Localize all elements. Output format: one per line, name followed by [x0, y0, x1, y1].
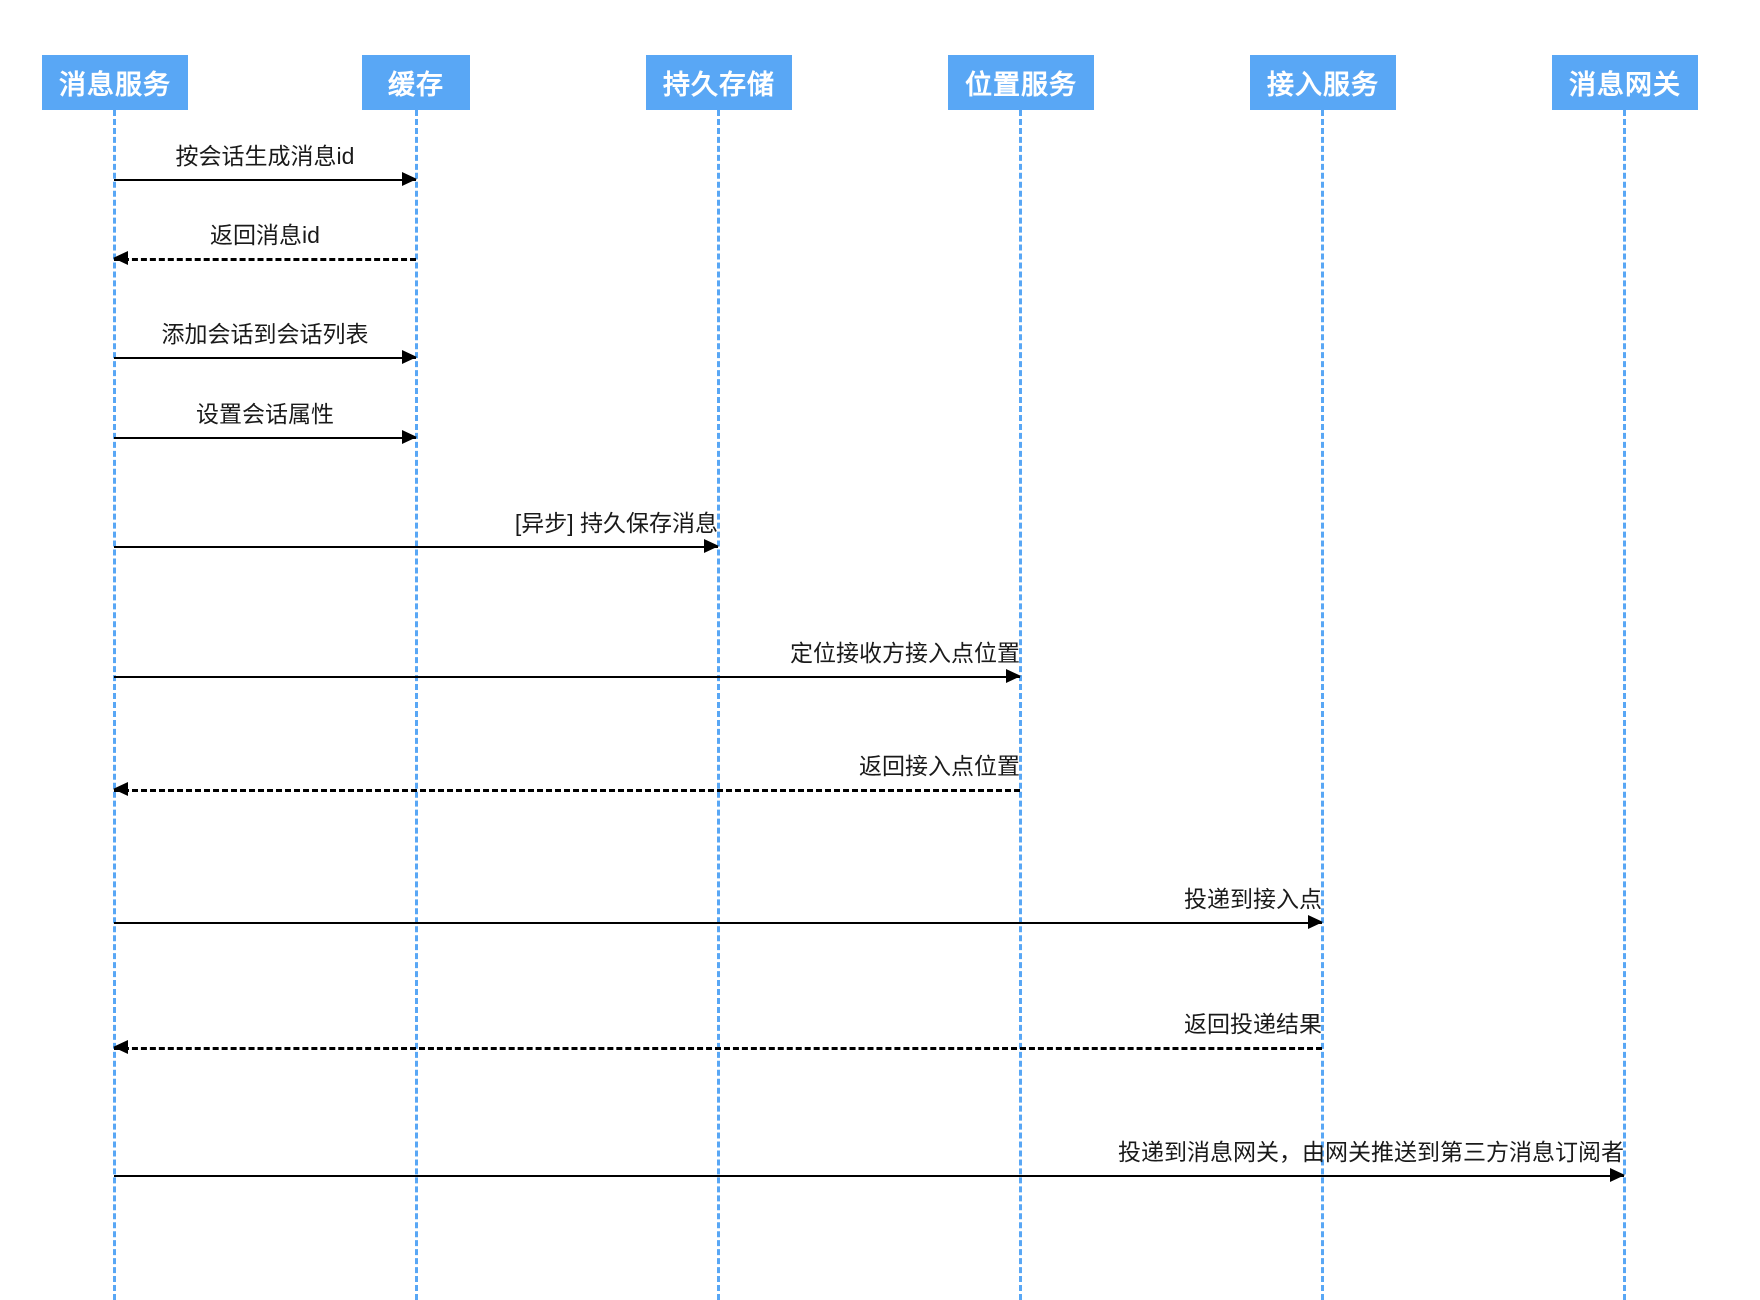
- message-label-locate-receiver-access-point: 定位接收方接入点位置: [790, 640, 1020, 667]
- lifeline-persistent-storage: [717, 110, 720, 1300]
- participant-label-persistent-storage: 持久存储: [663, 70, 775, 100]
- arrowhead-deliver-to-gateway-icon: [1610, 1168, 1625, 1182]
- message-line-deliver-to-access-point: [114, 922, 1322, 924]
- participant-label-message-gateway: 消息网关: [1569, 70, 1681, 100]
- participant-message-gateway[interactable]: 消息网关: [1552, 55, 1698, 110]
- participant-label-access-service: 接入服务: [1267, 70, 1379, 100]
- message-line-return-delivery-result: [114, 1047, 1322, 1050]
- message-line-set-session-attributes: [114, 437, 416, 439]
- message-line-locate-receiver-access-point: [114, 676, 1020, 678]
- participant-label-cache: 缓存: [388, 70, 444, 100]
- arrowhead-return-delivery-result-icon: [113, 1040, 128, 1054]
- participant-persistent-storage[interactable]: 持久存储: [646, 55, 792, 110]
- participant-location-service[interactable]: 位置服务: [948, 55, 1094, 110]
- message-label-deliver-to-access-point: 投递到接入点: [1184, 886, 1322, 913]
- message-line-deliver-to-gateway: [114, 1175, 1624, 1177]
- message-label-async-persist-message: [异步] 持久保存消息: [514, 510, 718, 537]
- arrowhead-deliver-to-access-point-icon: [1308, 915, 1323, 929]
- arrowhead-return-message-id-icon: [113, 251, 128, 265]
- lifeline-cache: [415, 110, 418, 1300]
- message-label-add-session-to-list: 添加会话到会话列表: [161, 321, 369, 348]
- message-line-generate-message-id: [114, 179, 416, 181]
- participant-access-service[interactable]: 接入服务: [1250, 55, 1396, 110]
- message-label-generate-message-id: 按会话生成消息id: [175, 143, 355, 170]
- message-line-add-session-to-list: [114, 357, 416, 359]
- arrowhead-set-session-attributes-icon: [402, 430, 417, 444]
- message-line-return-message-id: [114, 258, 416, 261]
- lifeline-message-gateway: [1623, 110, 1626, 1300]
- message-label-set-session-attributes: 设置会话属性: [196, 401, 334, 428]
- lifeline-location-service: [1019, 110, 1022, 1300]
- arrowhead-locate-receiver-access-point-icon: [1006, 669, 1021, 683]
- participant-message-service[interactable]: 消息服务: [42, 55, 188, 110]
- arrowhead-return-access-point-location-icon: [113, 782, 128, 796]
- arrowhead-async-persist-message-icon: [704, 539, 719, 553]
- lifeline-access-service: [1321, 110, 1324, 1300]
- message-label-deliver-to-gateway: 投递到消息网关，由网关推送到第三方消息订阅者: [1118, 1139, 1624, 1166]
- participant-label-location-service: 位置服务: [965, 70, 1077, 100]
- arrowhead-add-session-to-list-icon: [402, 350, 417, 364]
- message-line-async-persist-message: [114, 546, 718, 548]
- message-label-return-access-point-location: 返回接入点位置: [859, 753, 1020, 780]
- message-label-return-delivery-result: 返回投递结果: [1184, 1011, 1322, 1038]
- lifeline-message-service: [113, 110, 116, 1300]
- message-line-return-access-point-location: [114, 789, 1020, 792]
- message-label-return-message-id: 返回消息id: [210, 222, 320, 249]
- arrowhead-generate-message-id-icon: [402, 172, 417, 186]
- participant-label-message-service: 消息服务: [59, 70, 171, 100]
- participant-cache[interactable]: 缓存: [362, 55, 470, 110]
